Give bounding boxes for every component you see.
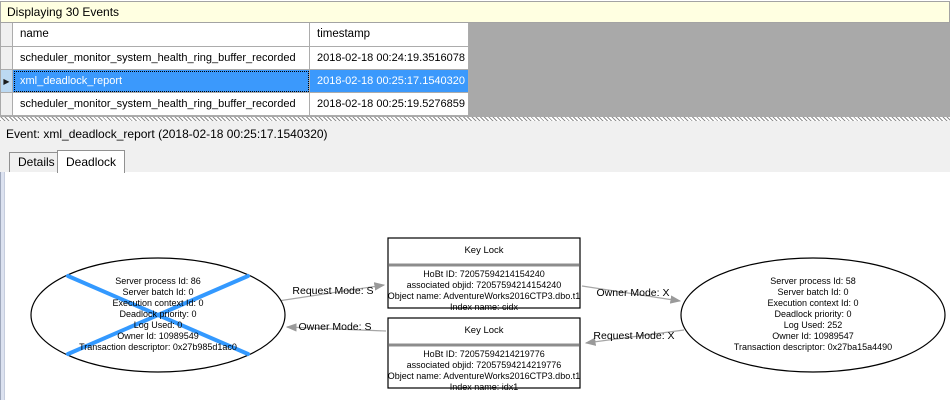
keylock-top-title: Key Lock [464,245,504,256]
edge-owner-s [285,323,387,332]
column-header-name[interactable]: name [13,23,310,47]
resource-node-keylock-bottom[interactable] [387,317,581,389]
event-row-timestamp[interactable]: 2018-02-18 00:24:19.3516078 [310,47,469,70]
process-node[interactable] [680,257,946,373]
edge-label-request-s: Request Mode: S [292,285,374,297]
edge-request-x [584,329,685,346]
tab-deadlock[interactable]: Deadlock [57,150,126,173]
event-row-timestamp[interactable]: 2018-02-18 00:25:19.5276859 [310,93,469,116]
victim-process-details: Server process Id: 86 Server batch Id: 0… [79,276,237,352]
displaying-events-bar: Displaying 30 Events [0,1,950,23]
pane-left-edge [0,172,5,400]
event-row-name-selected[interactable]: xml_deadlock_report [13,70,310,93]
event-description-bar: Event: xml_deadlock_report (2018-02-18 0… [0,121,950,147]
graph-edges [277,282,685,346]
row-selector-header [1,23,13,47]
tab-strip: Details Deadlock [0,147,950,173]
event-description-label: Event: xml_deadlock_report (2018-02-18 0… [6,127,328,141]
resource-node-keylock-top[interactable] [387,237,581,309]
tab-details[interactable]: Details [9,152,64,172]
deadlock-graph [30,237,946,389]
event-row-name[interactable]: scheduler_monitor_system_health_ring_buf… [13,93,310,116]
edge-label-request-x: Request Mode: X [593,330,675,342]
keylock-bottom-details: HoBt ID: 72057594214219776 associated ob… [387,349,581,392]
current-row-marker-icon: ▶ [3,77,10,86]
edge-request-s [277,282,386,302]
event-row-timestamp-selected[interactable]: 2018-02-18 00:25:17.1540320 [310,70,469,93]
edge-label-owner-s: Owner Mode: S [298,321,372,333]
events-grid: name timestamp scheduler_monitor_system_… [1,23,469,117]
row-selector[interactable] [1,93,13,116]
edge-label-owner-x: Owner Mode: X [596,287,670,299]
keylock-top-details: HoBt ID: 72057594214154240 associated ob… [387,269,581,312]
deadlock-graph-pane: Server process Id: 86 Server batch Id: 0… [0,172,950,400]
events-grid-region: name timestamp scheduler_monitor_system_… [0,23,950,117]
column-header-timestamp[interactable]: timestamp [310,23,469,47]
process-details: Server process Id: 58 Server batch Id: 0… [733,276,893,352]
keylock-bottom-title: Key Lock [464,325,504,336]
edge-owner-x [581,285,682,304]
row-selector[interactable] [1,47,13,70]
displaying-events-label: Displaying 30 Events [7,5,120,19]
row-selector-current[interactable]: ▶ [1,70,13,93]
splitter-handle[interactable] [0,117,950,121]
victim-cross-icon [66,274,250,356]
event-row-name[interactable]: scheduler_monitor_system_health_ring_buf… [13,47,310,70]
